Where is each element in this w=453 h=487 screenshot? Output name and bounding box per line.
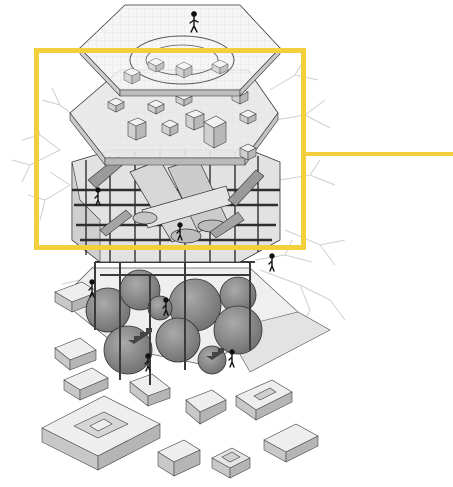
plinth [64,368,108,400]
sphere-icon [156,318,200,362]
plinth [186,390,226,424]
plinth [55,338,96,370]
plinth [212,448,250,478]
sphere-icon [214,306,262,354]
highlight-frame [34,48,306,250]
plinth [236,380,292,420]
walking-person-icon [269,254,274,271]
highlight-leader-line [306,152,453,156]
plinth [42,396,160,470]
plinth [158,440,200,476]
plinth [264,424,318,462]
walking-person-icon [229,350,234,367]
